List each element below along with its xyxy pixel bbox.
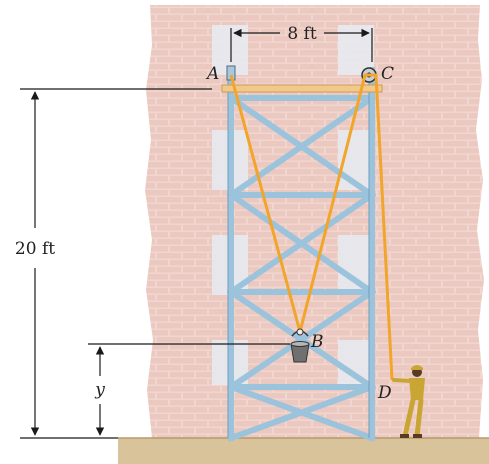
label-point-d: D	[377, 383, 392, 403]
height-dimension	[20, 88, 212, 439]
label-point-a: A	[205, 64, 219, 84]
label-point-b: B	[310, 332, 324, 352]
width-label: 8 ft	[287, 24, 317, 44]
label-point-c: C	[381, 64, 394, 84]
bucket-icon	[290, 328, 310, 363]
plank	[221, 84, 383, 93]
ground	[118, 438, 489, 464]
brick-wall	[145, 5, 484, 438]
worker-figure	[392, 365, 425, 439]
rope	[229, 73, 394, 381]
scaffold	[226, 67, 377, 442]
y-dimension	[88, 343, 290, 436]
width-dimension	[230, 28, 373, 62]
y-label: y	[94, 380, 105, 400]
height-label: 20 ft	[15, 239, 55, 259]
